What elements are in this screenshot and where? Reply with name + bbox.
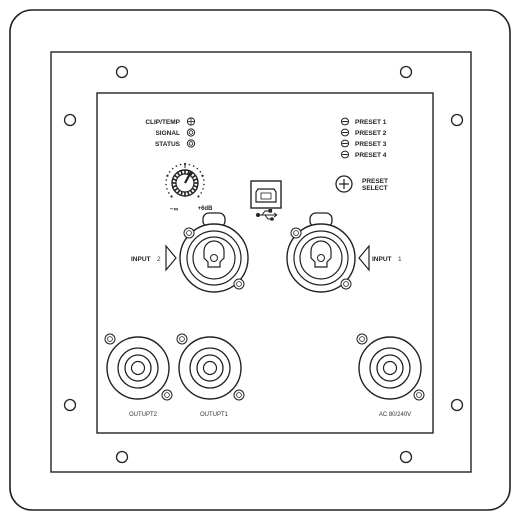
input-1-jack[interactable]: [286, 212, 356, 293]
knurl-line: [193, 185, 198, 188]
knurl-line: [187, 191, 190, 196]
input-2-label: INPUT: [131, 256, 151, 263]
knurl-line: [172, 185, 177, 188]
indicator-group: CLIP/TEMP SIGNAL STATUS: [145, 117, 196, 148]
scale-dot: [192, 165, 195, 167]
status-led-icon: [186, 139, 196, 148]
output-1-label: OUTUPT1: [200, 412, 229, 418]
usb-port[interactable]: [250, 180, 282, 209]
scale-dot: [202, 179, 205, 181]
scale-dot: [175, 165, 178, 167]
knurl-line: [174, 187, 179, 192]
scale-dot: [166, 188, 168, 190]
screw-hole-icon: [450, 113, 464, 127]
scale-dot: [201, 174, 204, 177]
knurl-line: [174, 174, 179, 179]
preset-select-label-1: PRESET: [362, 178, 388, 185]
input-2-jack[interactable]: [179, 212, 249, 293]
ac-power-inlet[interactable]: [356, 333, 425, 401]
knurl-line: [193, 178, 198, 181]
input-1-number: 1: [398, 256, 402, 263]
screw-hole-icon: [115, 450, 129, 464]
screw-hole-icon: [63, 398, 77, 412]
output-2-label: OUTUPT2: [129, 412, 158, 418]
preset-led-icon: [340, 150, 350, 159]
knurl-line: [176, 189, 181, 194]
preset-led-icon: [340, 139, 350, 148]
preset-4-label: PRESET 4: [355, 152, 387, 159]
knob-max-label: +6dB: [198, 206, 214, 212]
scale-dot: [197, 195, 200, 198]
input-arrow-icon: [358, 244, 370, 272]
knob-min-label: −∞: [170, 206, 179, 213]
preset-select-button[interactable]: [335, 175, 353, 193]
status-label: STATUS: [155, 141, 181, 148]
input-arrow-icon: [165, 244, 177, 272]
screw-hole-icon: [63, 113, 77, 127]
preset-1-label: PRESET 1: [355, 119, 387, 126]
screw-hole-icon: [115, 65, 129, 79]
gain-knob[interactable]: [165, 162, 205, 198]
knurl-line: [187, 170, 190, 175]
scale-dot: [165, 179, 168, 181]
screw-hole-icon: [399, 450, 413, 464]
preset-3-label: PRESET 3: [355, 141, 387, 148]
scale-dot: [199, 171, 202, 173]
usb-icon: [256, 209, 278, 221]
output-2-connector[interactable]: [104, 333, 173, 401]
output-1-connector[interactable]: [176, 333, 245, 401]
scale-dot: [166, 174, 169, 177]
knob-scale-dots: [165, 162, 205, 198]
clip-temp-label: CLIP/TEMP: [145, 119, 180, 126]
knurl-line: [172, 178, 177, 181]
input-1-label: INPUT: [372, 256, 392, 263]
screw-hole-icon: [450, 398, 464, 412]
signal-label: SIGNAL: [155, 130, 180, 137]
scale-dot: [168, 192, 170, 194]
scale-dot: [171, 167, 174, 170]
preset-led-icon: [340, 117, 350, 126]
input-2-number: 2: [157, 256, 161, 263]
knurl-line: [191, 174, 196, 179]
preset-select-label-2: SELECT: [362, 185, 388, 192]
scale-dot: [168, 171, 171, 173]
preset-2-label: PRESET 2: [355, 130, 387, 137]
scale-dot: [202, 188, 204, 190]
knurl-line: [176, 172, 181, 177]
knurl-line: [180, 170, 183, 175]
scale-dot: [170, 195, 173, 198]
preset-led-icon: [340, 128, 350, 137]
preset-list: PRESET 1 PRESET 2 PRESET 3 PRESET 4: [340, 117, 387, 159]
scale-dot: [165, 183, 167, 186]
scale-dot: [179, 163, 182, 166]
ac-inlet-label: AC 80/240V: [379, 412, 411, 418]
knob-knurl: [172, 170, 198, 196]
screw-hole-icon: [399, 65, 413, 79]
knurl-line: [189, 189, 194, 194]
scale-dot: [203, 183, 205, 186]
knurl-line: [180, 191, 183, 196]
knurl-line: [189, 172, 194, 177]
screw-holes: [63, 65, 464, 464]
clip-temp-led-icon: [186, 117, 196, 126]
signal-led-icon: [186, 128, 196, 137]
scale-dot: [188, 163, 191, 166]
knob-pointer-icon: [184, 171, 192, 184]
scale-dot: [196, 167, 199, 170]
scale-dot: [200, 192, 202, 194]
knurl-line: [191, 187, 196, 192]
